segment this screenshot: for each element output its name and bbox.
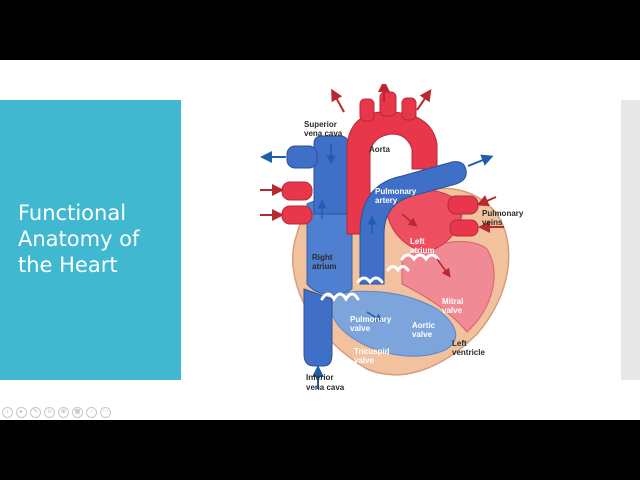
slide: Functional Anatomy of the Heart xyxy=(0,60,640,420)
pulmonary-valve-shape xyxy=(356,276,384,285)
mitral-valve-shape xyxy=(400,253,440,262)
title-line-1: Functional xyxy=(18,201,127,225)
play-icon[interactable]: ▸ xyxy=(16,407,27,418)
arrow-left-ventricle xyxy=(436,258,451,278)
aortic-branch-3 xyxy=(401,97,417,121)
left-ventricle xyxy=(401,241,495,333)
title-line-2: Anatomy of xyxy=(18,227,140,251)
previous-icon[interactable]: ‹ xyxy=(2,407,13,418)
tricuspid-valve xyxy=(320,292,360,302)
title-panel: Functional Anatomy of the Heart xyxy=(0,100,181,380)
slide-title: Functional Anatomy of the Heart xyxy=(18,200,178,278)
arrow-aorta-left xyxy=(331,88,345,113)
inferior-vena-cava xyxy=(303,288,333,367)
pulmonary-artery xyxy=(359,161,467,285)
label-inferior-vena-cava: Inferior vena cava xyxy=(306,373,344,393)
arrow-pv-right-1 xyxy=(476,195,497,207)
label-aorta: Aorta xyxy=(369,145,390,154)
aortic-branch-2 xyxy=(379,91,397,117)
pulmonary-vein-right-2 xyxy=(449,219,479,237)
pulmonary-vein-right-1 xyxy=(447,195,479,215)
pen-icon[interactable]: ✎ xyxy=(30,407,41,418)
right-ventricle xyxy=(329,290,457,357)
title-line-3: the Heart xyxy=(18,253,118,277)
aortic-valve-shape xyxy=(386,265,410,273)
more-icon[interactable]: ⋯ xyxy=(100,407,111,418)
label-inferior-vena-cava-line2: vena cava xyxy=(306,383,345,392)
vessel-left-blue xyxy=(286,145,318,169)
arrow-left-atrium xyxy=(401,213,418,227)
grid-icon[interactable]: ▦ xyxy=(72,407,83,418)
arrow-aorta-right xyxy=(416,89,432,111)
next-icon[interactable]: › xyxy=(86,407,97,418)
aortic-branch-1 xyxy=(359,98,375,122)
zoom-icon[interactable]: ⊕ xyxy=(58,407,69,418)
pulmonary-vein-left-2 xyxy=(281,205,313,225)
menu-icon[interactable]: ≡ xyxy=(44,407,55,418)
slideshow-controls: ‹ ▸ ✎ ≡ ⊕ ▦ › ⋯ xyxy=(2,407,111,419)
pulmonary-vein-left-1 xyxy=(281,181,313,201)
arrow-right-ventricle xyxy=(366,311,384,323)
label-inferior-vena-cava-line1: Inferior xyxy=(306,373,334,382)
arrow-pa-right xyxy=(467,154,494,167)
side-decoration xyxy=(621,100,640,380)
